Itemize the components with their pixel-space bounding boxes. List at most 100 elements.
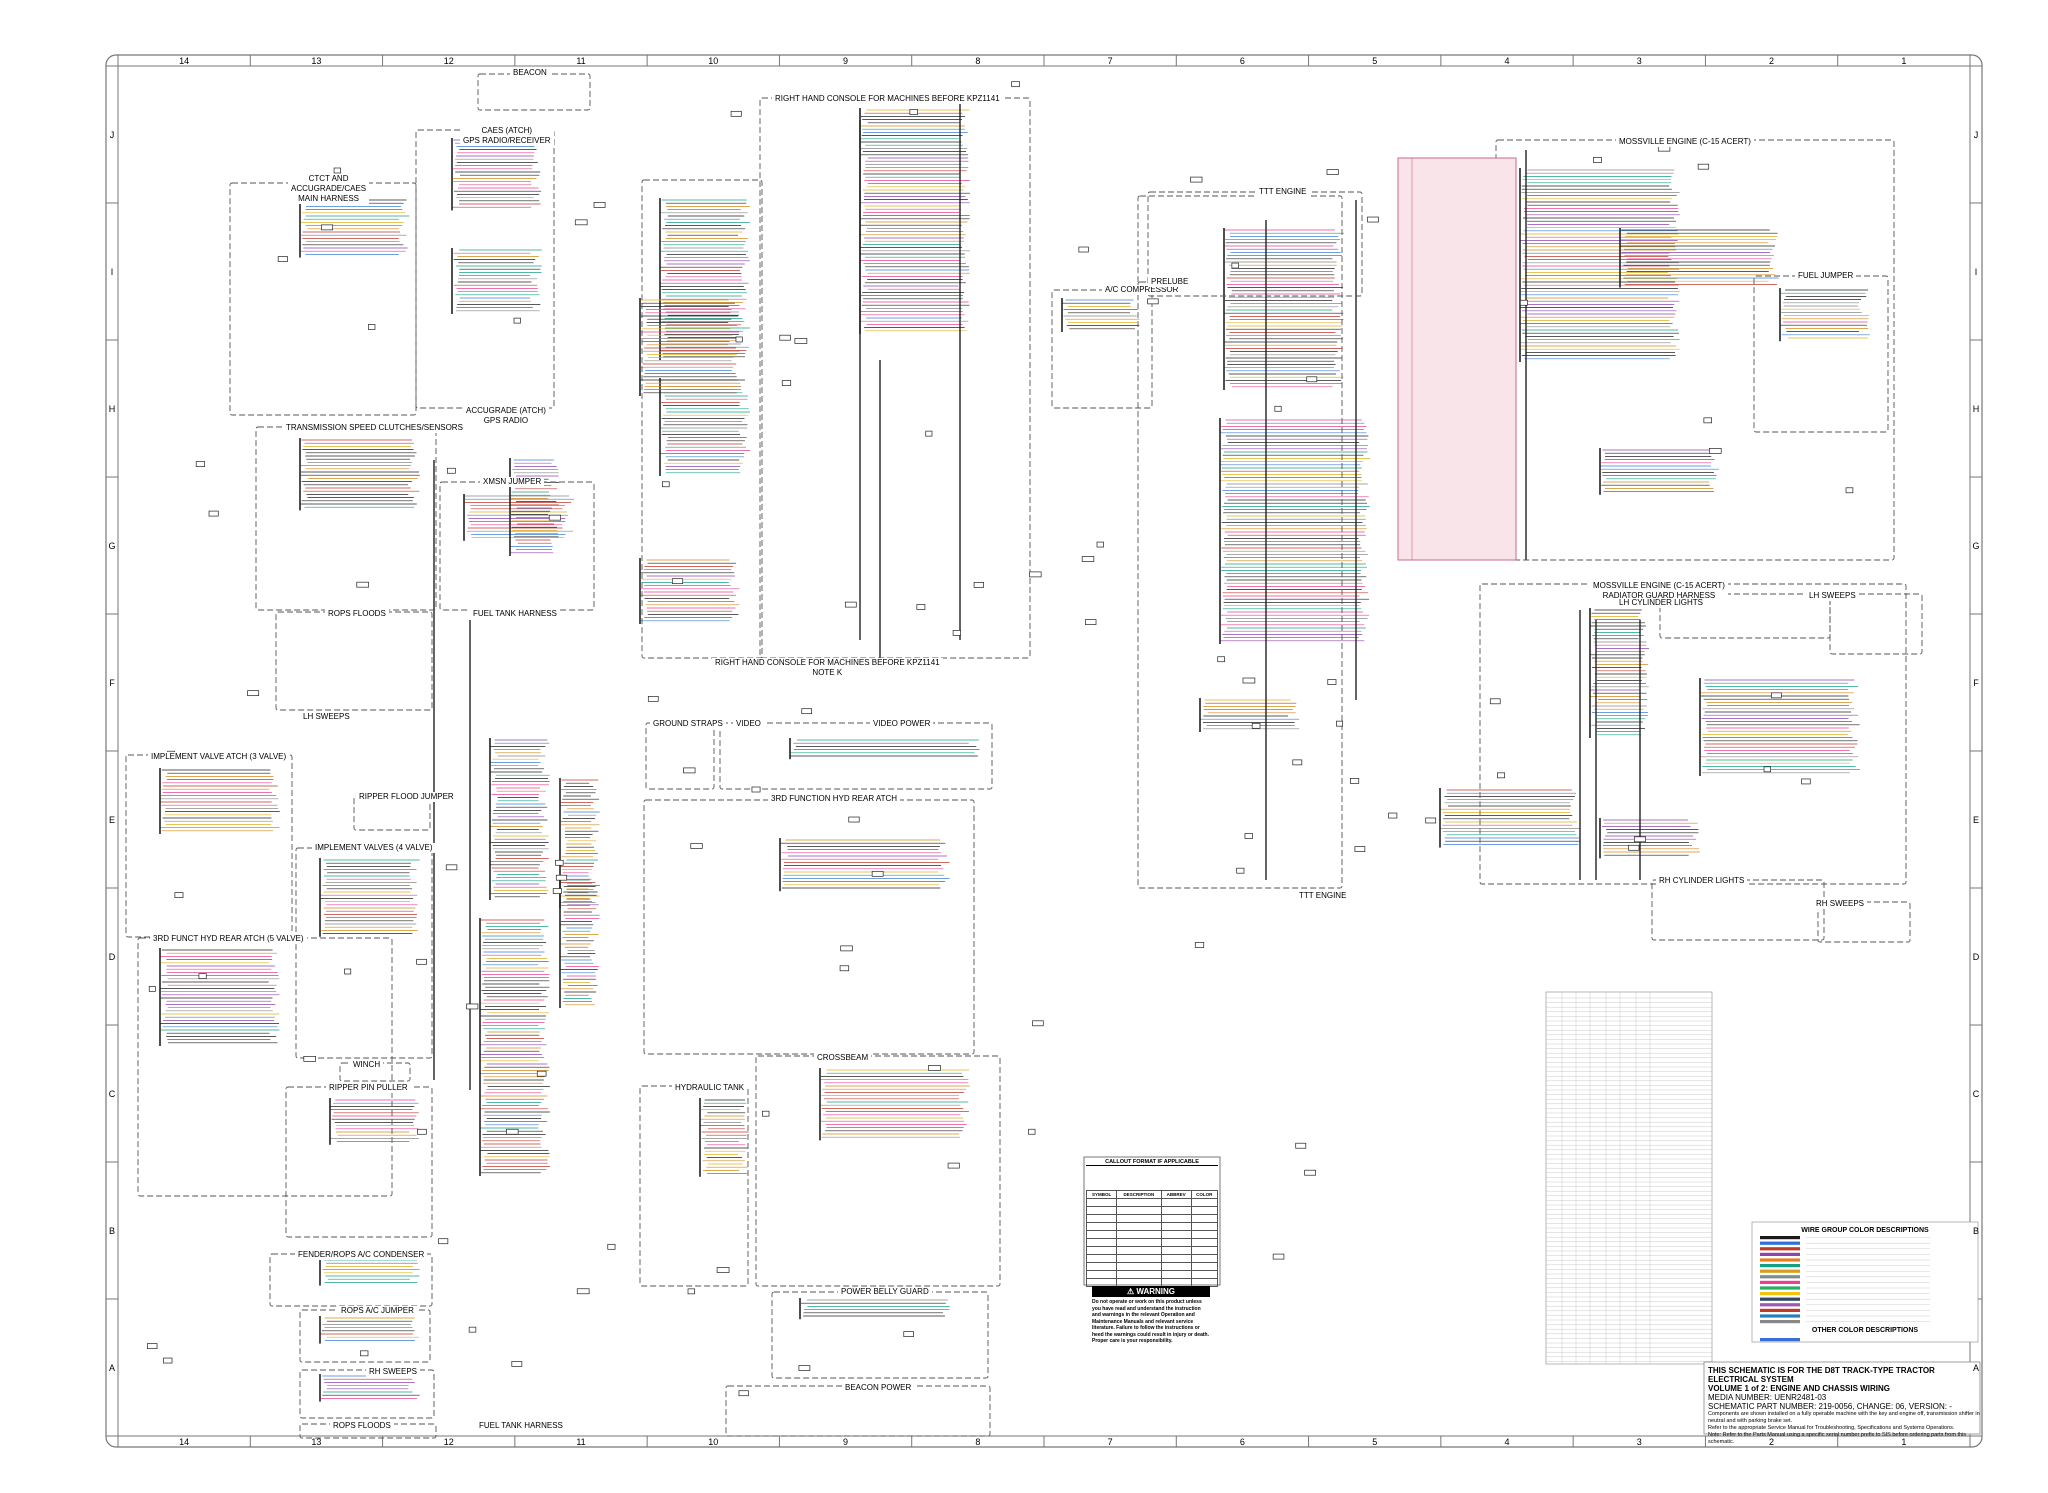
harness-label-ttt-engine-bottom: TTT ENGINE bbox=[1296, 891, 1350, 901]
harness-label-lh-sweeps-left: LH SWEEPS bbox=[300, 712, 353, 722]
harness-label-rh-console-bottom: RIGHT HAND CONSOLE FOR MACHINES BEFORE K… bbox=[712, 658, 943, 678]
grid-row-label: J bbox=[1973, 129, 1979, 140]
grid-column-label: 13 bbox=[311, 56, 322, 66]
grid-column-label: 8 bbox=[975, 56, 981, 66]
harness-label-prelube: PRELUBE bbox=[1148, 277, 1192, 287]
harness-label-lh-sweeps-right: LH SWEEPS bbox=[1806, 591, 1859, 601]
harness-label-fuel-jumper: FUEL JUMPER bbox=[1795, 271, 1857, 281]
harness-label-crossbeam: CROSSBEAM bbox=[814, 1053, 872, 1063]
grid-column-label: 6 bbox=[1239, 56, 1245, 66]
grid-row-label: I bbox=[1974, 266, 1978, 277]
grid-row-label: E bbox=[108, 814, 115, 825]
grid-row-label: B bbox=[1972, 1225, 1979, 1236]
grid-column-label: 4 bbox=[1504, 56, 1510, 66]
grid-column-label: 12 bbox=[443, 1437, 454, 1447]
harness-label-ground-straps: GROUND STRAPS bbox=[650, 719, 726, 729]
schematic-part-number: SCHEMATIC PART NUMBER: 219-0056, CHANGE:… bbox=[1708, 1402, 1952, 1411]
harness-label-winch: WINCH bbox=[350, 1060, 384, 1070]
harness-label-beacon-power: BEACON POWER bbox=[842, 1383, 915, 1393]
callout-format-box: CALLOUT FORMAT IF APPLICABLE bbox=[1086, 1159, 1218, 1166]
symbol-table-header: ABBREV bbox=[1160, 1190, 1192, 1199]
warning-title: ⚠ WARNING bbox=[1092, 1286, 1210, 1297]
grid-row-label: B bbox=[108, 1225, 115, 1236]
grid-row-label: F bbox=[1973, 677, 1979, 688]
harness-label-ac-compressor: A/C COMPRESSOR bbox=[1102, 285, 1182, 295]
grid-row-label: J bbox=[109, 129, 115, 140]
harness-label-rh-sweeps-right: RH SWEEPS bbox=[1813, 899, 1868, 909]
grid-column-label: 7 bbox=[1107, 56, 1113, 66]
wire-group-color-title: WIRE GROUP COLOR DESCRIPTIONS bbox=[1801, 1227, 1929, 1234]
grid-row-label: C bbox=[108, 1088, 116, 1099]
grid-column-label: 5 bbox=[1372, 56, 1378, 66]
grid-column-label: 6 bbox=[1239, 1437, 1245, 1447]
harness-label-lh-cyl-lights: LH CYLINDER LIGHTS bbox=[1616, 598, 1707, 608]
harness-label-mossville-mid: MOSSVILLE ENGINE (C-15 ACERT) RADIATOR G… bbox=[1590, 581, 1728, 601]
grid-column-label: 11 bbox=[576, 56, 586, 66]
grid-column-label: 3 bbox=[1636, 1437, 1642, 1447]
grid-row-label: I bbox=[110, 266, 114, 277]
grid-column-label: 14 bbox=[179, 1437, 190, 1447]
grid-column-label: 4 bbox=[1504, 1437, 1510, 1447]
media-number: MEDIA NUMBER: UENR2481-03 bbox=[1708, 1393, 1827, 1402]
harness-label-ripper-pin: RIPPER PIN PULLER bbox=[326, 1083, 411, 1093]
grid-row-label: E bbox=[1972, 814, 1979, 825]
harness-label-video-power: VIDEO POWER bbox=[870, 719, 934, 729]
grid-row-label: D bbox=[1972, 951, 1980, 962]
title-line-1: THIS SCHEMATIC IS FOR THE D8T TRACK-TYPE… bbox=[1708, 1366, 1935, 1384]
harness-label-rops-ac-jumper: ROPS A/C JUMPER bbox=[338, 1306, 417, 1316]
grid-row-label: A bbox=[1972, 1362, 1979, 1373]
harness-label-power-belly: POWER BELLY GUARD bbox=[838, 1287, 932, 1297]
harness-label-ripper-flood: RIPPER FLOOD JUMPER bbox=[356, 792, 457, 802]
grid-column-label: 9 bbox=[843, 1437, 849, 1447]
harness-label-caes-gps: CAES (ATCH) GPS RADIO/RECEIVER bbox=[460, 126, 554, 146]
grid-column-label: 1 bbox=[1901, 1437, 1907, 1447]
harness-label-rh-cyl-lights: RH CYLINDER LIGHTS bbox=[1656, 876, 1748, 886]
grid-column-label: 7 bbox=[1107, 1437, 1113, 1447]
grid-column-label: 14 bbox=[179, 56, 190, 66]
title-line-2: VOLUME 1 of 2: ENGINE AND CHASSIS WIRING bbox=[1708, 1384, 1890, 1393]
grid-column-label: 5 bbox=[1372, 1437, 1378, 1447]
harness-label-accugrade-gps: ACCUGRADE (ATCH) GPS RADIO bbox=[463, 406, 549, 426]
grid-row-label: F bbox=[109, 677, 115, 688]
title-note-1: Components are shown installed on a full… bbox=[1708, 1411, 1980, 1424]
warning-box: ⚠ WARNING Do not operate or work on this… bbox=[1092, 1286, 1210, 1345]
harness-label-rh-console-top: RIGHT HAND CONSOLE FOR MACHINES BEFORE K… bbox=[772, 94, 1003, 104]
harness-label-fender-rops: FENDER/ROPS A/C CONDENSER bbox=[295, 1250, 428, 1260]
harness-label-fuel-tank-top: FUEL TANK HARNESS bbox=[470, 609, 560, 619]
harness-label-ttt-engine-top: TTT ENGINE bbox=[1256, 187, 1310, 197]
grid-row-label: H bbox=[108, 403, 116, 414]
harness-label-fuel-tank-bottom: FUEL TANK HARNESS bbox=[476, 1421, 566, 1431]
grid-row-label: G bbox=[108, 540, 116, 551]
title-block: THIS SCHEMATIC IS FOR THE D8T TRACK-TYPE… bbox=[1708, 1366, 1984, 1446]
grid-column-label: 10 bbox=[708, 1437, 719, 1447]
grid-column-label: 11 bbox=[576, 1437, 586, 1447]
harness-label-third-function: 3RD FUNCTION HYD REAR ATCH bbox=[768, 794, 901, 804]
callout-title: CALLOUT FORMAT IF APPLICABLE bbox=[1086, 1159, 1218, 1166]
grid-row-label: A bbox=[108, 1362, 115, 1373]
grid-column-label: 2 bbox=[1769, 56, 1775, 66]
symbol-table-header: DESCRIPTION bbox=[1116, 1190, 1162, 1199]
harness-label-ctct-main: CTCT AND ACCUGRADE/CAES MAIN HARNESS bbox=[288, 174, 370, 204]
harness-label-beacon: BEACON bbox=[510, 68, 550, 78]
harness-label-rops-floods-top: ROPS FLOODS bbox=[325, 609, 389, 619]
title-note-2: Refer to the appropriate Service Manual … bbox=[1708, 1425, 1955, 1431]
title-note-3: Note: Refer to the Parts Manual using a … bbox=[1708, 1432, 1967, 1445]
grid-row-label: G bbox=[1972, 540, 1980, 551]
harness-label-impl-valve-3: IMPLEMENT VALVE ATCH (3 VALVE) bbox=[148, 752, 290, 762]
warning-text: Do not operate or work on this product u… bbox=[1092, 1299, 1209, 1344]
grid-row-label: D bbox=[108, 951, 116, 962]
grid-column-label: 13 bbox=[311, 1437, 322, 1447]
other-color-title: OTHER COLOR DESCRIPTIONS bbox=[1811, 1327, 1919, 1334]
grid-column-label: 9 bbox=[843, 56, 849, 66]
harness-label-xmsn-jumper: XMSN JUMPER bbox=[480, 477, 545, 487]
harness-label-trans-speed: TRANSMISSION SPEED CLUTCHES/SENSORS bbox=[283, 423, 466, 433]
grid-row-label: H bbox=[1972, 403, 1980, 414]
symbol-table-header: SYMBOL bbox=[1085, 1190, 1118, 1199]
harness-label-third-funct-5: 3RD FUNCT HYD REAR ATCH (5 VALVE) bbox=[150, 934, 307, 944]
grid-column-label: 10 bbox=[708, 56, 719, 66]
grid-column-label: 1 bbox=[1901, 56, 1907, 66]
harness-label-impl-valves-4: IMPLEMENT VALVES (4 VALVE) bbox=[312, 843, 436, 853]
harness-label-rops-floods-bottom: ROPS FLOODS bbox=[330, 1421, 394, 1431]
